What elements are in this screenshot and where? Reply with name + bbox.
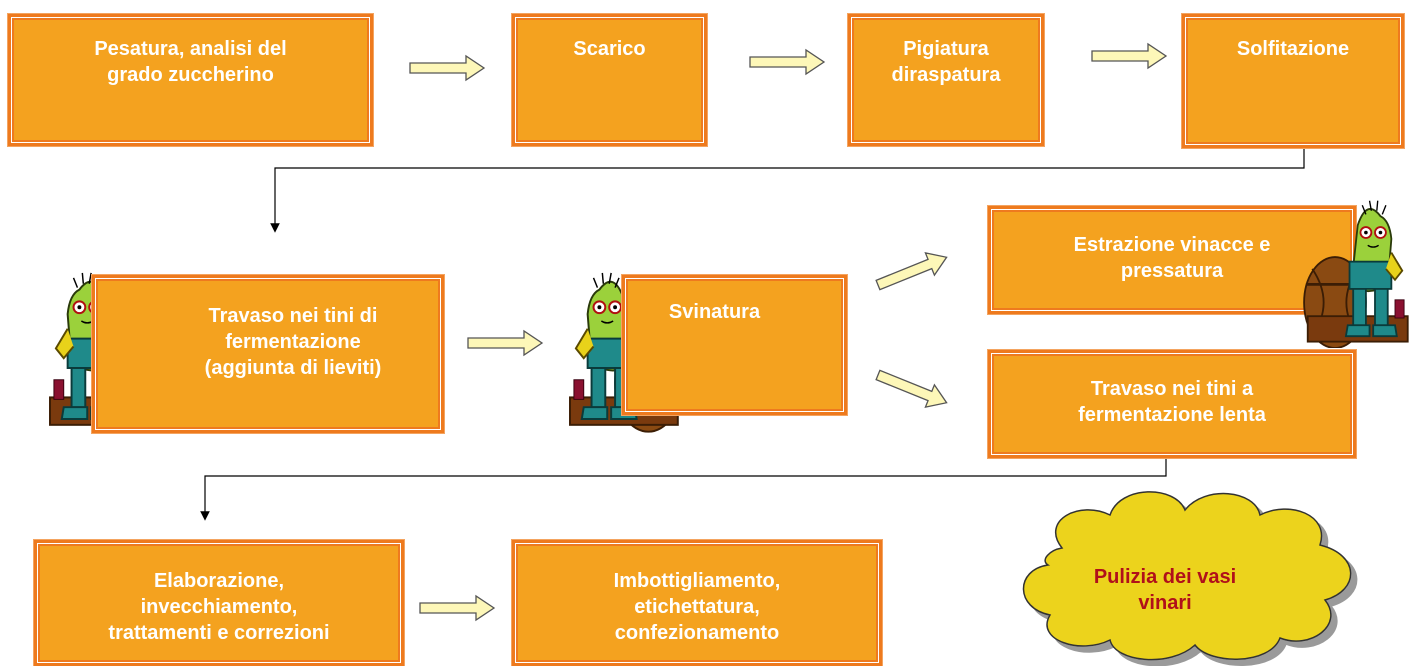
step-svinatura-label: Svinatura	[668, 301, 761, 323]
step-travaso-tini-label: Travaso nei tini di fermentazione (aggiu…	[204, 305, 382, 379]
step-travaso-tini: Travaso nei tini di fermentazione (aggiu…	[92, 275, 444, 433]
step-estrazione: Estrazione vinacce e pressatura	[988, 206, 1356, 314]
step-estrazione-label: Estrazione vinacce e pressatura	[1073, 234, 1271, 282]
arrow-right-icon	[419, 595, 495, 621]
step-imbottigliamento: Imbottigliamento, etichettatura, confezi…	[512, 540, 882, 666]
step-pesatura: Pesatura, analisi del grado zuccherino	[8, 14, 373, 146]
arrow-down-right-icon	[872, 363, 952, 415]
step-elaborazione: Elaborazione, invecchiamento, trattament…	[34, 540, 404, 666]
arrow-right-icon	[749, 49, 825, 75]
step-travaso-lenta: Travaso nei tini a fermentazione lenta	[988, 350, 1356, 458]
arrow-right-icon	[467, 330, 543, 356]
step-travaso-lenta-label: Travaso nei tini a fermentazione lenta	[1078, 378, 1266, 426]
arrow-up-right-icon	[872, 245, 952, 297]
connector-line	[200, 458, 1167, 521]
step-pesatura-label: Pesatura, analisi del grado zuccherino	[94, 38, 287, 86]
step-svinatura: Svinatura	[622, 275, 847, 415]
step-elaborazione-label: Elaborazione, invecchiamento, trattament…	[108, 570, 330, 644]
cloud-label: Pulizia dei vasi vinari	[1093, 566, 1237, 614]
arrow-right-icon	[1091, 43, 1167, 69]
step-solfitazione-label: Solfitazione	[1236, 38, 1350, 60]
mascot-wine-barrel-icon	[1302, 199, 1410, 348]
step-scarico-label: Scarico	[573, 38, 646, 60]
step-imbottigliamento-label: Imbottigliamento, etichettatura, confezi…	[613, 570, 781, 644]
step-pigiatura-label: Pigiatura diraspatura	[891, 38, 1001, 86]
step-pigiatura: Pigiatura diraspatura	[848, 14, 1044, 146]
arrow-right-icon	[409, 55, 485, 81]
step-scarico: Scarico	[512, 14, 707, 146]
step-solfitazione: Solfitazione	[1182, 14, 1404, 148]
